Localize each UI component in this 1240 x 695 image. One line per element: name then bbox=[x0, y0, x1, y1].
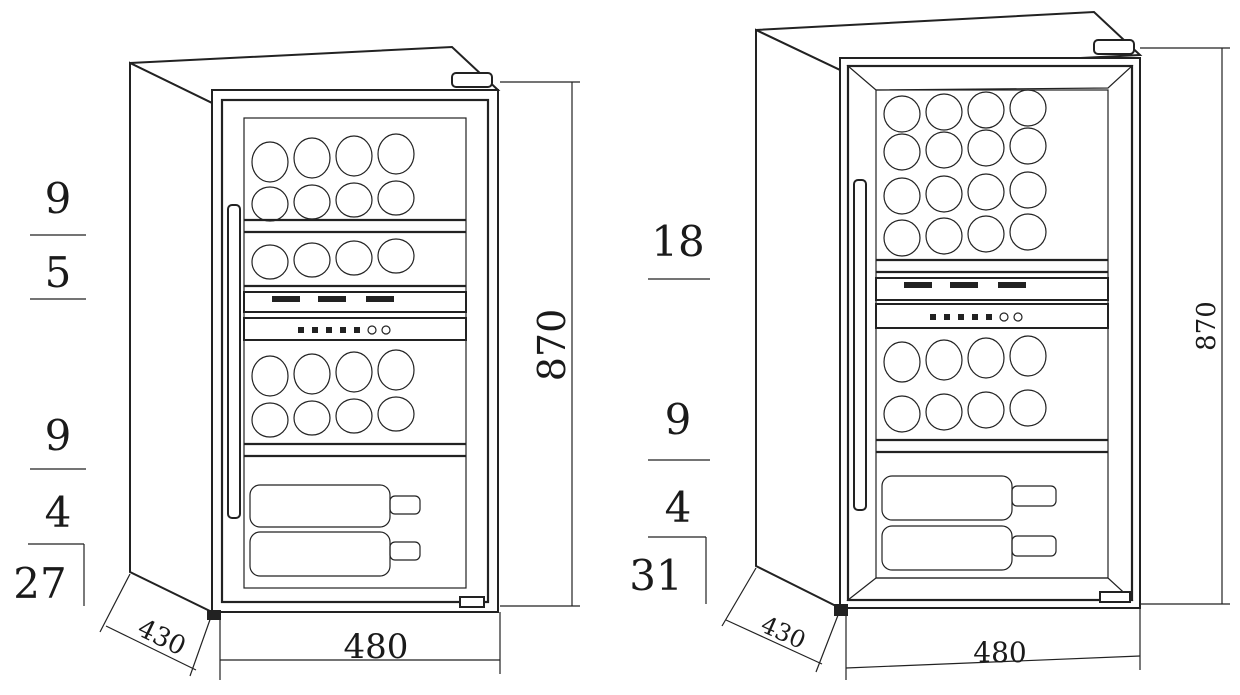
left-width-label: 480 bbox=[344, 627, 409, 667]
left-upper-denominator: 5 bbox=[45, 248, 72, 297]
right-fridge-door bbox=[839, 57, 1141, 609]
right-total-bottles: 31 bbox=[629, 551, 682, 600]
right-depth-dimension bbox=[721, 567, 841, 673]
left-upper-bottles bbox=[251, 133, 415, 280]
right-control-panel bbox=[930, 312, 1023, 322]
right-lower-denominator: 4 bbox=[665, 483, 692, 532]
left-lower-numerator: 9 bbox=[45, 411, 72, 460]
left-lower-denominator: 4 bbox=[45, 488, 72, 537]
left-total-bottles: 27 bbox=[13, 559, 66, 608]
right-lower-bottles bbox=[881, 335, 1057, 571]
left-fridge-door bbox=[211, 89, 499, 613]
left-upper-numerator: 9 bbox=[45, 174, 72, 223]
left-height-label: 870 bbox=[530, 309, 574, 382]
left-height-dimension bbox=[500, 81, 580, 607]
right-door-handle bbox=[853, 179, 867, 511]
left-lower-bottles bbox=[249, 349, 421, 577]
right-upper-bottles bbox=[883, 89, 1047, 257]
left-fridge bbox=[99, 45, 580, 680]
right-fridge-side bbox=[755, 28, 841, 610]
left-depth-label: 430 bbox=[133, 613, 191, 662]
right-lower-numerator: 9 bbox=[665, 395, 692, 444]
right-depth-label: 430 bbox=[757, 611, 810, 655]
left-door-handle bbox=[227, 204, 241, 519]
right-width-dimension bbox=[845, 606, 1141, 680]
right-upper-count: 18 bbox=[651, 217, 704, 266]
right-height-label: 870 bbox=[1192, 301, 1222, 351]
left-width-dimension bbox=[219, 612, 501, 680]
right-width-label: 480 bbox=[973, 636, 1026, 669]
right-fridge bbox=[721, 10, 1230, 680]
left-control-panel bbox=[298, 325, 391, 335]
left-fridge-side bbox=[129, 61, 213, 614]
left-depth-dimension bbox=[99, 573, 213, 677]
right-height-dimension bbox=[1140, 47, 1230, 605]
